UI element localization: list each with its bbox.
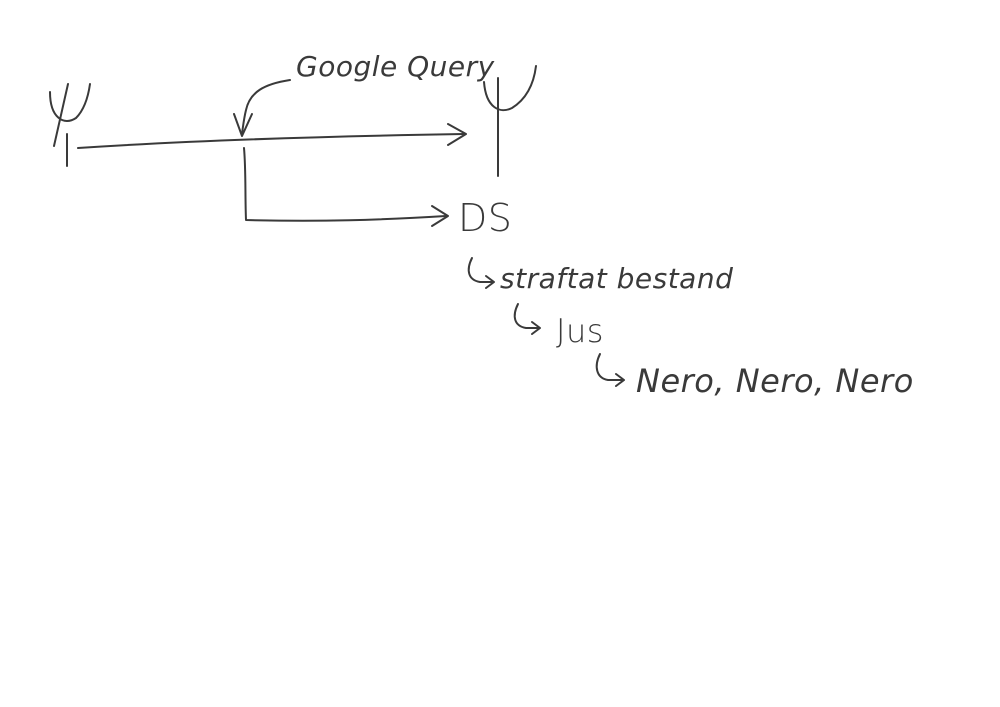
query-callout-arrow [233,79,291,137]
query-label: Google Query [296,50,495,83]
hierarchy-connector-2 [513,303,541,335]
hierarchy-item-level-3: Nero, Nero, Nero [636,362,914,400]
target-label: DS [458,196,513,240]
hierarchy-item-level-1: straftat bestand [500,262,734,295]
main-arrow [77,123,467,149]
hierarchy-connector-1 [467,257,495,289]
branch-arrow [243,147,449,227]
hierarchy-item-level-2: Jus [556,312,604,350]
left-psi-symbol [49,83,91,167]
right-psi-symbol [483,65,537,177]
hierarchy-connector-3 [595,353,625,387]
